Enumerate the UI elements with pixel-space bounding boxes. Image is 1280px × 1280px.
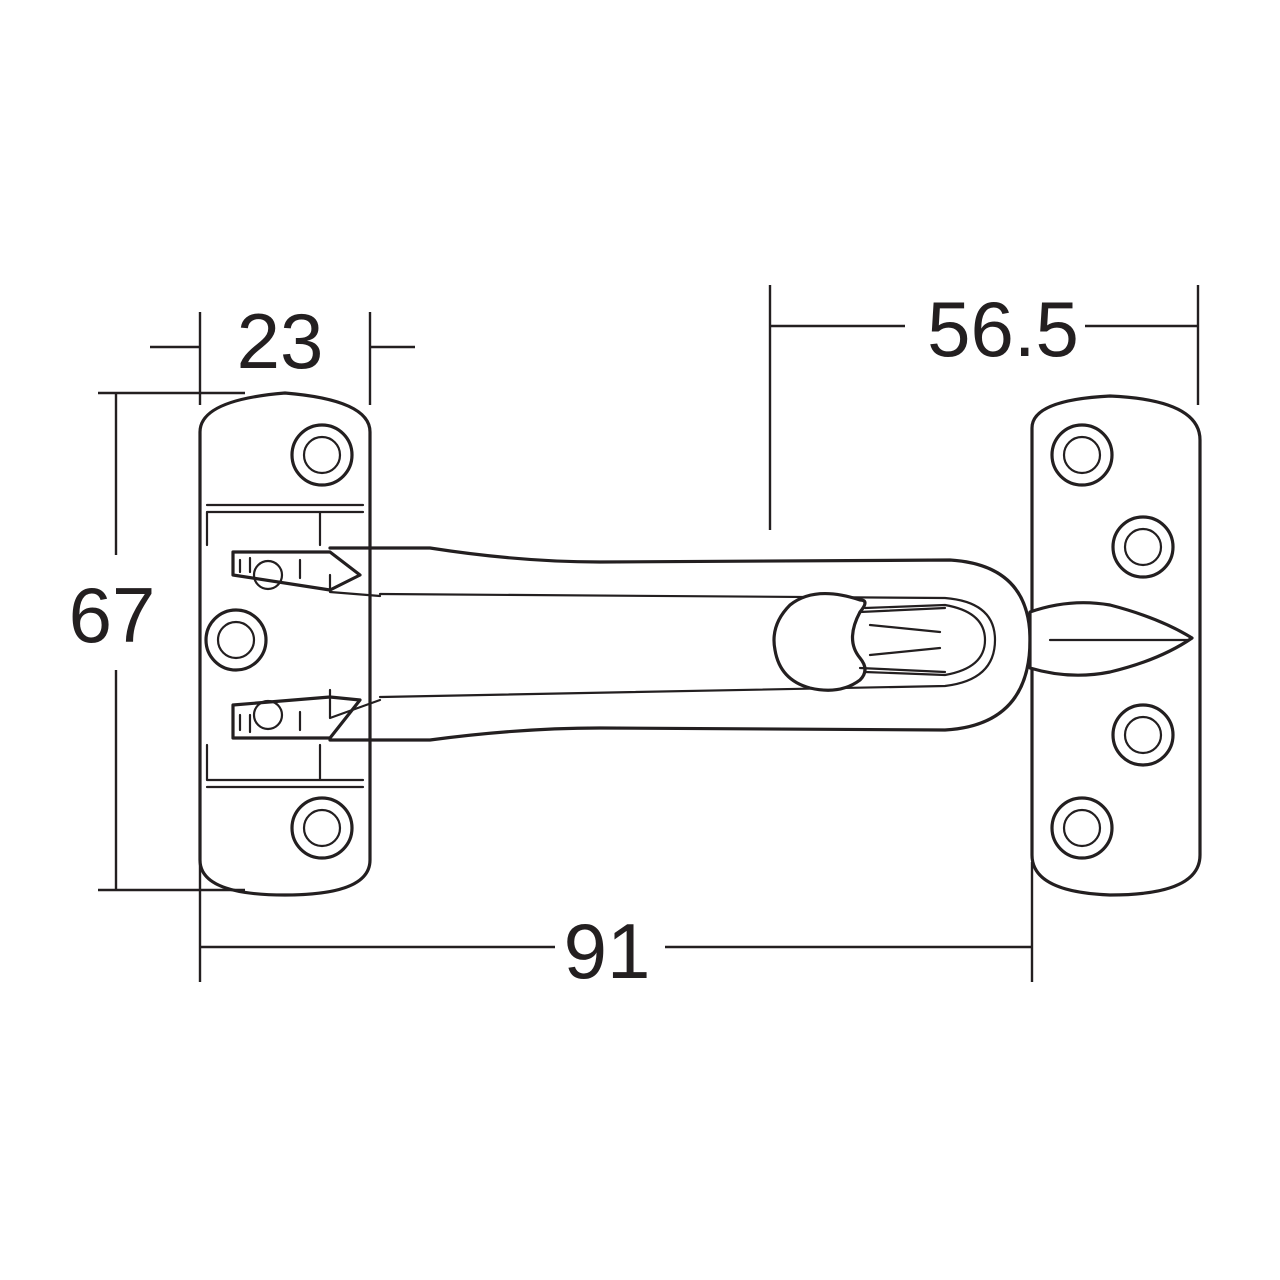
- screw-hole-left-middle: [204, 608, 268, 672]
- left-plate-top-step: [205, 510, 365, 547]
- screw-hole-left-top: [290, 423, 354, 487]
- dimension-width-left-plate: 23: [150, 297, 415, 405]
- arm-inner-loop: [378, 592, 997, 699]
- screw-hole-right-3: [1111, 703, 1175, 767]
- arm-outer-loop: [328, 546, 1032, 742]
- dimension-overall-length: 91: [198, 862, 1034, 995]
- screw-hole-right-1: [1050, 423, 1114, 487]
- hinge-lower: [231, 688, 382, 740]
- hinge-upper: [231, 550, 382, 598]
- left-plate-bottom-step: [205, 743, 365, 782]
- left-plate-outline: [198, 391, 372, 897]
- dimension-label-91: 91: [564, 907, 651, 995]
- left-mounting-plate: [198, 391, 372, 897]
- arm-inner-loop-2: [863, 603, 987, 677]
- screw-hole-right-4: [1050, 796, 1114, 860]
- swing-arm: [231, 546, 1032, 742]
- slide-knob: [772, 591, 947, 692]
- screw-hole-left-bottom: [290, 796, 354, 860]
- screw-hole-right-2: [1111, 515, 1175, 579]
- dimension-label-56-5: 56.5: [927, 285, 1079, 373]
- dimension-keeper-offset: 56.5: [768, 285, 1200, 530]
- dimension-height-plate: 67: [69, 391, 245, 892]
- dimension-label-67: 67: [69, 571, 156, 659]
- right-keeper-plate: [1028, 394, 1202, 897]
- dimension-label-23: 23: [237, 297, 324, 385]
